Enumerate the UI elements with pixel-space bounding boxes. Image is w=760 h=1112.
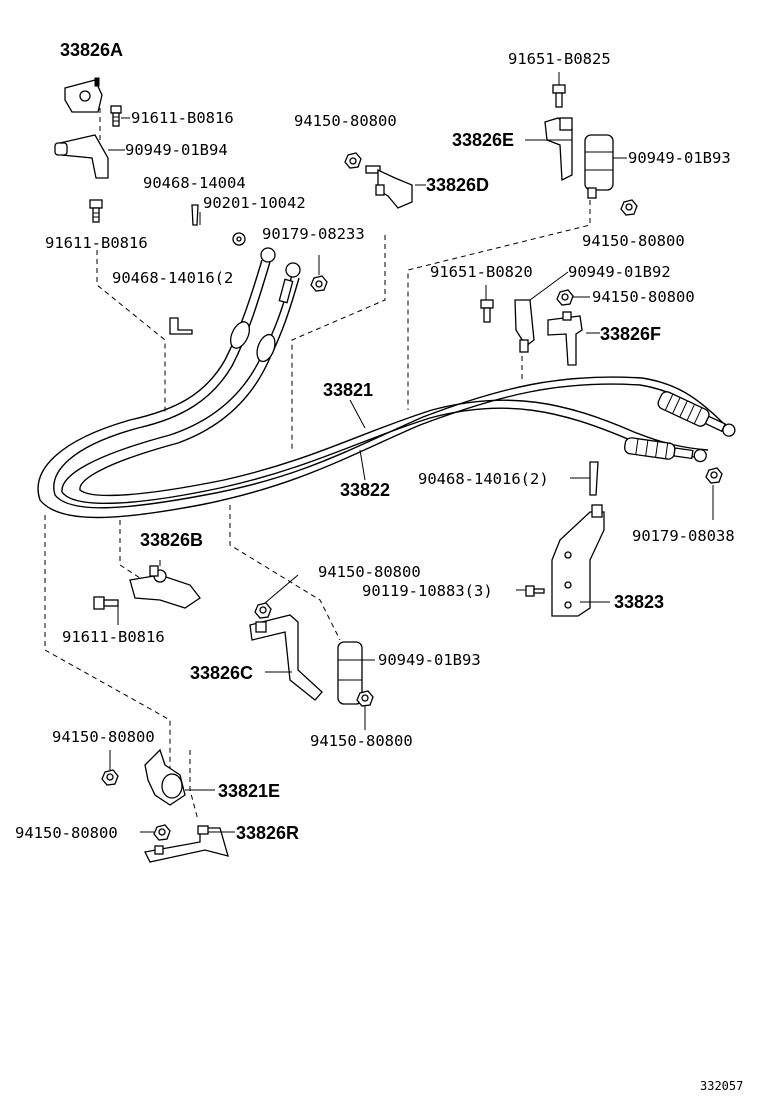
label-90468-14004: 90468-14004 [143, 174, 246, 192]
cable-end-fitting-left [229, 247, 301, 363]
label-33826D: 33826D [426, 175, 489, 195]
label-33821E: 33821E [218, 781, 280, 801]
bolt-91611-B0816-b [89, 199, 103, 223]
bracket-33826B [129, 565, 201, 609]
bracket-33823 [551, 504, 605, 617]
nut-94150-80800-d [254, 602, 272, 619]
nut-94150-80800-c [556, 289, 574, 306]
label-33826R: 33826R [236, 823, 299, 843]
nut-90179-08233 [310, 255, 328, 292]
label-94150-80800-a: 94150-80800 [294, 112, 397, 130]
label-91611-B0816-a: 91611-B0816 [131, 109, 234, 127]
label-90179-08233: 90179-08233 [262, 225, 365, 243]
bracket-33826R [144, 825, 229, 863]
bolt-91611-B0816-a [110, 105, 122, 127]
bracket-33821E [144, 748, 186, 806]
diagram-ref-code: 332057 [700, 1079, 743, 1093]
label-94150-80800-d: 94150-80800 [318, 563, 421, 581]
dashed-leaders [44, 90, 591, 821]
nut-94150-80800-g [153, 824, 171, 841]
label-94150-80800-g: 94150-80800 [15, 824, 118, 842]
label-94150-80800-c: 94150-80800 [592, 288, 695, 306]
label-33826F: 33826F [600, 324, 661, 344]
nut-94150-80800-b [620, 199, 638, 216]
label-33826B: 33826B [140, 530, 203, 550]
label-33823: 33823 [614, 592, 664, 612]
label-94150-80800-f: 94150-80800 [52, 728, 155, 746]
clamp-90949-01B93-a [584, 134, 614, 199]
clamp-90949-01B94 [54, 134, 109, 179]
label-33826C: 33826C [190, 663, 253, 683]
label-90468-14016-left: 90468-14016(2 [112, 269, 233, 287]
clamp-90949-01B93-b [337, 641, 363, 705]
bracket-33826C [249, 614, 323, 701]
clip-90468-14016-left [169, 317, 193, 335]
label-90468-14016-right: 90468-14016(2) [418, 470, 549, 488]
label-90201-10042: 90201-10042 [203, 194, 306, 212]
label-33826E: 33826E [452, 130, 514, 150]
clamp-90949-01B92 [514, 299, 535, 353]
nut-94150-80800-e [356, 690, 374, 707]
cable-33821 [37, 259, 725, 519]
cable-end-fitting-right [624, 391, 736, 463]
label-94150-80800-b: 94150-80800 [582, 232, 685, 250]
label-91651-B0825: 91651-B0825 [508, 50, 611, 68]
label-33826A: 33826A [60, 40, 123, 60]
bolt-90119-10883 [525, 585, 545, 597]
label-90949-01B94: 90949-01B94 [125, 141, 228, 159]
label-91611-B0816-b: 91611-B0816 [45, 234, 148, 252]
nut-90179-08038 [705, 467, 723, 484]
bracket-33826D [365, 165, 413, 209]
label-33822: 33822 [340, 480, 390, 500]
label-90119-10883: 90119-10883(3) [362, 582, 493, 600]
label-90179-08038: 90179-08038 [632, 527, 735, 545]
bolt-91651-B0820 [480, 285, 494, 323]
bolt-91651-B0825 [552, 72, 566, 108]
label-33821: 33821 [323, 380, 373, 400]
clip-90468-14004 [191, 204, 199, 226]
part-labels: 33826A 91611-B0816 90949-01B94 90468-140… [15, 40, 743, 1093]
label-91611-B0816-c: 91611-B0816 [62, 628, 165, 646]
label-leaders [108, 117, 714, 833]
nut-94150-80800-a [344, 152, 362, 169]
bracket-33826A [64, 77, 103, 113]
bolt-91611-B0816-c [93, 596, 119, 610]
cable-33822 [61, 274, 709, 505]
label-90949-01B92: 90949-01B92 [568, 263, 671, 281]
label-91651-B0820: 91651-B0820 [430, 263, 533, 281]
washer-90201-10042 [232, 232, 246, 246]
bracket-33826E [544, 117, 573, 182]
label-90949-01B93-b: 90949-01B93 [378, 651, 481, 669]
nut-94150-80800-f [101, 769, 119, 786]
label-94150-80800-e: 94150-80800 [310, 732, 413, 750]
bracket-33826F [547, 311, 583, 366]
label-90949-01B93-a: 90949-01B93 [628, 149, 731, 167]
clip-90468-14016-right [589, 461, 599, 496]
